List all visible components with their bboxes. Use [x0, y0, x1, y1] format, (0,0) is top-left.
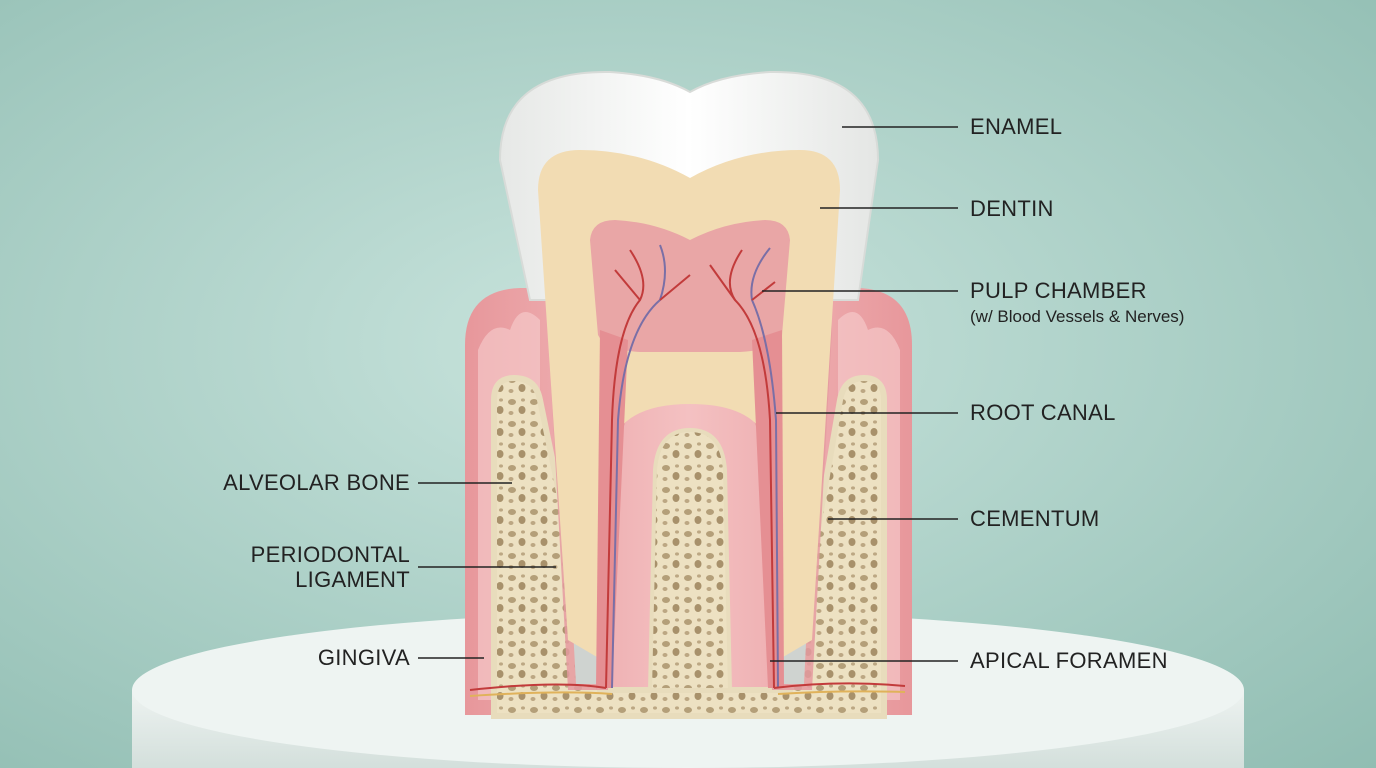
- label-gingiva: GINGIVA: [317, 645, 410, 670]
- label-periodontal-line1: PERIODONTAL: [250, 542, 410, 567]
- blood-vessels: [469, 244, 906, 697]
- label-pulp-chamber: PULP CHAMBER: [970, 278, 1147, 303]
- label-pulp-chamber-sub: (w/ Blood Vessels & Nerves): [970, 307, 1185, 326]
- label-root-canal: ROOT CANAL: [970, 400, 1116, 425]
- label-periodontal-line2: LIGAMENT: [295, 567, 410, 592]
- alveolar-bone: [491, 374, 887, 719]
- label-alveolar-bone: ALVEOLAR BONE: [223, 470, 410, 495]
- root-canal-left: [596, 330, 628, 688]
- label-apical-foramen: APICAL FORAMEN: [970, 648, 1168, 673]
- label-enamel: ENAMEL: [970, 114, 1063, 139]
- interradicular-bone: [647, 427, 733, 692]
- leader-lines: [418, 126, 958, 662]
- label-dentin: DENTIN: [970, 196, 1054, 221]
- label-cementum: CEMENTUM: [970, 506, 1100, 531]
